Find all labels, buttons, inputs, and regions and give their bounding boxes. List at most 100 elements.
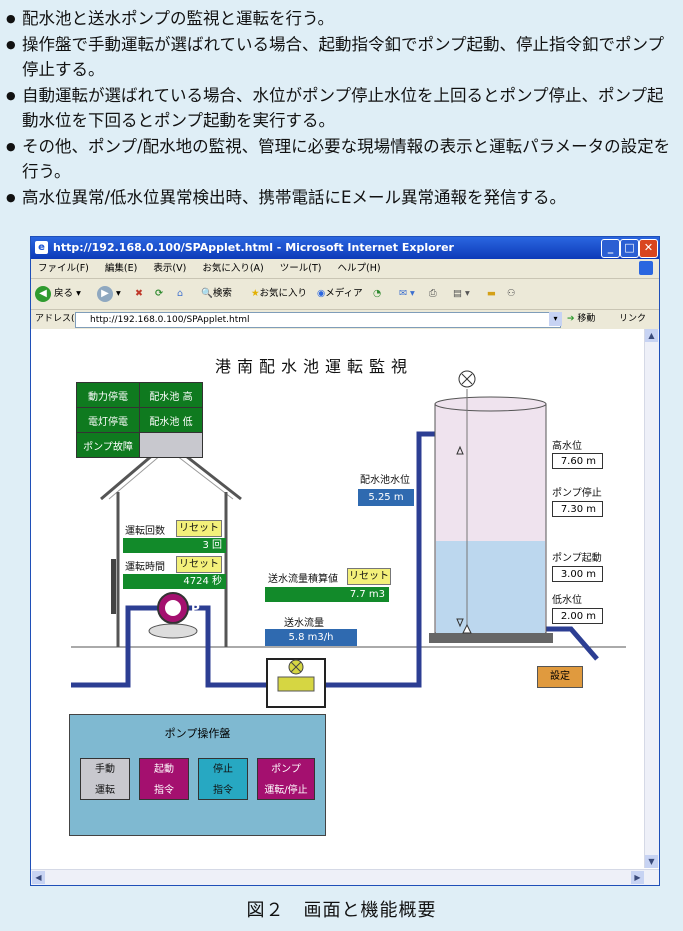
high-level-label: 高水位 — [552, 441, 582, 452]
favorites-button[interactable]: ★お気に入り — [251, 288, 308, 299]
flow-label: 送水流量 — [284, 618, 324, 629]
figure-caption: 図２ 画面と機能概要 — [246, 900, 437, 921]
browser-window: e http://192.168.0.100/SPApplet.html - M… — [30, 236, 660, 886]
outlet-pipe — [545, 626, 599, 661]
run-count-value: 3 回 — [123, 538, 226, 553]
applet-area: 港南配水池運転監視 動力停電 配水池 高 電灯停電 配水池 低 ポンプ故障 運転… — [31, 329, 645, 868]
flow-total-value: 7.7 m3 — [265, 587, 389, 602]
low-level-label: 低水位 — [552, 595, 582, 606]
messenger-icon[interactable]: ⚇ — [507, 288, 516, 299]
address-value: http://192.168.0.100/SPApplet.html — [90, 315, 250, 325]
go-button[interactable]: ➔ 移動 — [567, 314, 596, 324]
menu-bar: ファイル(F) 編集(E) 表示(V) お気に入り(A) ツール(T) ヘルプ(… — [31, 259, 659, 279]
scroll-up-icon[interactable]: ▲ — [645, 329, 658, 342]
links-button[interactable]: リンク — [619, 314, 647, 324]
pump-control-panel: ポンプ操作盤 手動 運転 起動 指令 停止 指令 ポンプ 運転/停止 — [69, 714, 326, 836]
scroll-down-icon[interactable]: ▼ — [645, 855, 658, 868]
ie-logo-icon: e — [35, 241, 48, 254]
start-command-button[interactable]: 起動 指令 — [139, 758, 189, 800]
pump-start-level-label: ポンプ起動 — [552, 553, 602, 564]
bullet-item: 自動運転が選ばれている場合、水位がポンプ停止水位を上回るとポンプ停止、ポンプ起動… — [6, 83, 676, 134]
title-bar: e http://192.168.0.100/SPApplet.html - M… — [31, 237, 659, 259]
pump-stop-level-value: 7.30 m — [552, 501, 603, 517]
tank-base — [429, 633, 553, 643]
flow-total-label: 送水流量積算値 — [268, 574, 338, 585]
suction-pipe — [71, 605, 166, 688]
pump-stop-level-label: ポンプ停止 — [552, 488, 602, 499]
discharge-pipe — [181, 605, 271, 688]
page-title: 港南配水池運転監視 — [215, 357, 414, 376]
windows-flag-icon — [639, 261, 653, 275]
flow-value: 5.8 m3/h — [265, 629, 357, 646]
alarm-table: 動力停電 配水池 高 電灯停電 配水池 低 ポンプ故障 — [76, 382, 203, 458]
go-arrow-icon: ➔ — [567, 314, 575, 324]
bullet-item: その他、ポンプ/配水地の監視、管理に必要な現場情報の表示と運転パラメータの設定を… — [6, 134, 676, 185]
media-icon: ◉ — [317, 288, 326, 299]
reservoir-level-label: 配水池水位 — [360, 475, 410, 486]
vertical-scrollbar[interactable]: ▲ ▼ — [644, 329, 659, 868]
window-title: http://192.168.0.100/SPApplet.html - Mic… — [53, 241, 454, 254]
address-label: アドレス(D) — [35, 314, 85, 324]
back-arrow-icon: ◀ — [35, 285, 51, 302]
plant-diagram — [71, 370, 626, 708]
minimize-button[interactable]: _ — [601, 239, 620, 258]
alarm-reservoir-high: 配水池 高 — [139, 382, 203, 408]
run-time-reset-button[interactable]: リセット — [176, 556, 222, 573]
run-time-label: 運転時間 — [125, 562, 165, 573]
bullet-item: 高水位異常/低水位異常検出時、携帯電話にEメール異常通報を発信する。 — [6, 185, 676, 211]
alarm-reservoir-low: 配水池 低 — [139, 407, 203, 433]
stop-command-button[interactable]: 停止 指令 — [198, 758, 248, 800]
scroll-right-icon[interactable]: ▶ — [631, 871, 644, 884]
tank-water — [436, 541, 545, 633]
pump-symbol: P — [191, 602, 200, 616]
address-bar: アドレス(D) http://192.168.0.100/SPApplet.ht… — [31, 310, 659, 330]
edit-icon[interactable]: ▤ ▾ — [453, 288, 470, 299]
search-icon: 🔍 — [201, 288, 213, 299]
address-input[interactable]: http://192.168.0.100/SPApplet.html — [75, 312, 561, 328]
back-button[interactable]: ◀ 戻る ▾ — [35, 285, 81, 303]
run-time-value: 4724 秒 — [123, 574, 226, 589]
refresh-icon[interactable]: ⟳ — [155, 288, 163, 299]
reservoir-level-value: 5.25 m — [358, 489, 414, 506]
menu-help[interactable]: ヘルプ(H) — [337, 263, 381, 274]
folder-icon[interactable]: ▬ — [487, 288, 496, 299]
stop-icon[interactable]: ✖ — [135, 288, 143, 299]
home-icon[interactable]: ⌂ — [177, 288, 184, 299]
bullet-item: 配水池と送水ポンプの監視と運転を行う。 — [6, 6, 676, 32]
menu-tools[interactable]: ツール(T) — [279, 263, 322, 274]
alarm-power-outage: 動力停電 — [76, 382, 140, 408]
horizontal-scrollbar[interactable]: ◀ ▶ — [31, 869, 659, 885]
alarm-light-outage: 電灯停電 — [76, 407, 140, 433]
star-icon: ★ — [251, 288, 260, 299]
pump-run-stop-indicator: ポンプ 運転/停止 — [257, 758, 315, 800]
close-button[interactable]: ✕ — [639, 239, 658, 258]
panel-title: ポンプ操作盤 — [164, 727, 231, 740]
address-dropdown-icon[interactable]: ▾ — [549, 312, 562, 326]
print-icon[interactable]: ⎙ — [429, 288, 437, 299]
run-count-reset-button[interactable]: リセット — [176, 520, 222, 537]
settings-button[interactable]: 設定 — [537, 666, 583, 688]
menu-favorites[interactable]: お気に入り(A) — [202, 263, 264, 274]
forward-button[interactable]: ▶ ▾ — [97, 285, 121, 303]
history-icon[interactable]: ◔ — [373, 288, 382, 299]
search-button[interactable]: 🔍検索 — [201, 288, 232, 299]
bullet-item: 操作盤で手動運転が選ばれている場合、起動指令釦でポンプ起動、停止指令釦でポンプ停… — [6, 32, 676, 83]
low-level-value: 2.00 m — [552, 608, 603, 624]
mail-icon[interactable]: ✉ ▾ — [399, 288, 415, 299]
menu-file[interactable]: ファイル(F) — [38, 263, 89, 274]
alarm-empty — [139, 432, 203, 458]
forward-arrow-icon: ▶ — [97, 285, 113, 302]
manual-mode-button[interactable]: 手動 運転 — [80, 758, 130, 800]
scroll-left-icon[interactable]: ◀ — [32, 871, 45, 884]
pump-start-level-value: 3.00 m — [552, 566, 603, 582]
alarm-pump-fault: ポンプ故障 — [76, 432, 140, 458]
menu-view[interactable]: 表示(V) — [153, 263, 187, 274]
menu-edit[interactable]: 編集(E) — [104, 263, 138, 274]
run-count-label: 運転回数 — [125, 526, 165, 537]
high-level-value: 7.60 m — [552, 453, 603, 469]
toolbar: ◀ 戻る ▾ ▶ ▾ ✖ ⟳ ⌂ 🔍検索 ★お気に入り ◉メディア ◔ ✉ ▾ … — [31, 279, 659, 310]
maximize-button[interactable]: □ — [620, 239, 639, 258]
media-button[interactable]: ◉メディア — [317, 288, 363, 299]
description-list: 配水池と送水ポンプの監視と運転を行う。 操作盤で手動運転が選ばれている場合、起動… — [6, 6, 676, 210]
flow-total-reset-button[interactable]: リセット — [347, 568, 391, 585]
